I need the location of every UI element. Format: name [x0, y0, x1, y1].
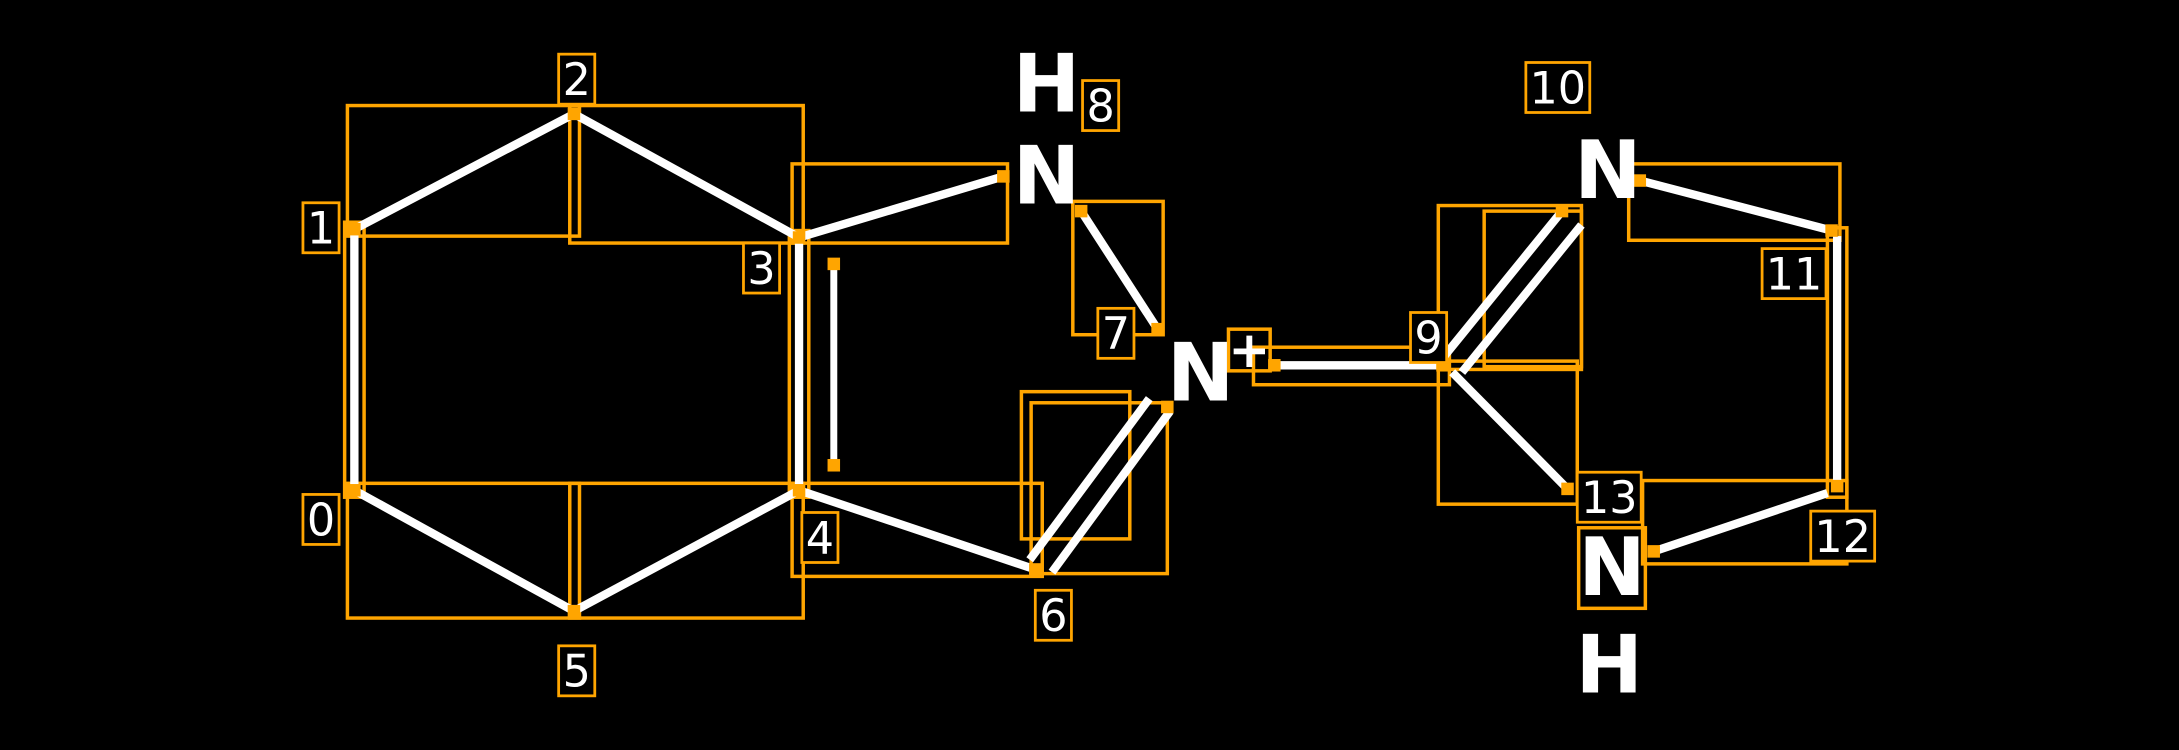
bond-bounding-box [790, 481, 1044, 579]
atom-anchor [1151, 322, 1164, 336]
index-label-box [1033, 588, 1073, 642]
bond-bounding-box [568, 103, 805, 245]
bond-line [352, 486, 576, 615]
bond-bounding-box [790, 162, 1010, 245]
bond-line [1449, 369, 1571, 492]
index-label-box [1409, 311, 1449, 364]
index-label-box [1809, 509, 1877, 563]
atom-anchor [1161, 400, 1174, 414]
atom-anchor [1268, 359, 1281, 372]
bond-line [1638, 176, 1833, 235]
bond-bounding-box [1251, 345, 1452, 387]
bond-bounding-box [1226, 327, 1272, 373]
atom-anchor [827, 257, 841, 271]
atom-anchor [1074, 204, 1088, 218]
bond-line [571, 110, 802, 242]
index-label: 13 [1581, 473, 1638, 524]
atom-symbol: N [1578, 521, 1645, 615]
bond-bounding-box [1576, 526, 1648, 611]
atom-anchor [1825, 224, 1838, 237]
atom-anchor [348, 484, 361, 497]
bond-line [797, 486, 1037, 574]
atom-anchor [1561, 482, 1574, 496]
atom-anchor [567, 604, 581, 618]
index-label: 2 [563, 55, 591, 106]
atom-anchor [1029, 563, 1042, 576]
index-label: 10 [1530, 63, 1587, 114]
bond-bounding-box [1436, 203, 1584, 372]
index-label: 6 [1039, 591, 1067, 642]
index-label-box [557, 52, 597, 106]
atom-anchor [1555, 204, 1569, 218]
index-label-box [1524, 61, 1592, 114]
bond-bounding-box [345, 481, 582, 620]
bond-bounding-box [1019, 389, 1132, 541]
index-label-box [557, 644, 597, 698]
atom-symbol: + [1228, 321, 1270, 379]
bond-bounding-box [1436, 359, 1580, 506]
index-label: 1 [307, 204, 335, 255]
bond-line [1077, 208, 1162, 332]
atom-anchor [1633, 174, 1647, 187]
bond-bounding-box [345, 103, 582, 238]
bond-bounding-box [1482, 209, 1584, 369]
index-label: 11 [1766, 250, 1823, 301]
index-label: 12 [1814, 512, 1871, 563]
index-label-box [800, 511, 840, 564]
index-label: 0 [307, 495, 335, 546]
atom-anchor [567, 107, 581, 121]
index-label-box [1760, 247, 1828, 300]
atom-symbol: N [1167, 327, 1234, 421]
bond-line [1458, 222, 1585, 375]
bond-line [571, 486, 802, 615]
index-label: 7 [1102, 309, 1130, 360]
atom-anchor [997, 170, 1010, 183]
index-label-box [301, 493, 341, 546]
bond-line [1652, 489, 1829, 556]
bond-bounding-box [342, 220, 366, 499]
index-label: 4 [806, 513, 834, 564]
atom-anchor [827, 459, 841, 472]
index-label: 3 [747, 244, 775, 295]
bond-bounding-box [1626, 162, 1842, 243]
atom-anchor [792, 484, 806, 497]
atom-symbol: H [1013, 38, 1080, 132]
index-label-box [1575, 470, 1643, 524]
index-label: 5 [563, 647, 591, 698]
atom-anchor [1830, 479, 1844, 493]
index-label-box [1081, 79, 1121, 132]
bond-bounding-box [1029, 401, 1170, 576]
bond-line [352, 110, 576, 233]
index-label-box [1096, 306, 1136, 360]
atom-symbol: N [1013, 129, 1080, 223]
atom-anchor [1647, 545, 1660, 558]
index-label-box [301, 201, 341, 255]
atom-anchor [792, 231, 806, 244]
bond-line [1439, 208, 1566, 361]
atom-symbol: H [1576, 618, 1643, 712]
bond-bounding-box [787, 228, 811, 499]
index-label: 8 [1086, 81, 1114, 132]
index-label-box [742, 241, 781, 295]
atom-anchor [348, 222, 361, 236]
atom-symbol: N [1574, 124, 1641, 218]
bond-line [1026, 396, 1153, 563]
index-label: 9 [1414, 313, 1442, 364]
bond-line [1048, 408, 1174, 575]
bond-line [797, 172, 1005, 242]
